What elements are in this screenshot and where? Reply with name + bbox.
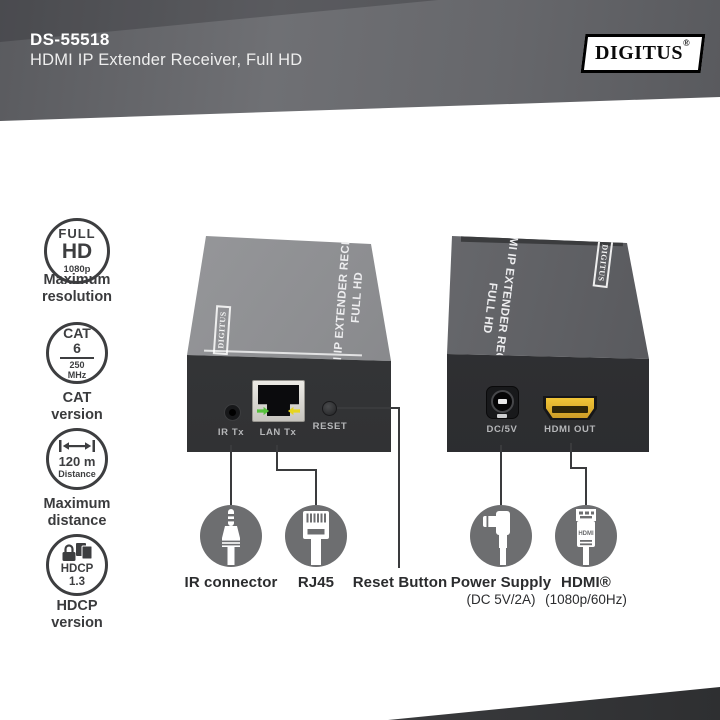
badge-cat-divider xyxy=(60,357,94,359)
digitus-logo-text: DIGITUS® xyxy=(595,38,691,64)
badge-distance-label: Maximum distance xyxy=(43,496,111,529)
badge-hdcp-label: HDCP version xyxy=(51,598,103,631)
dc-power-pin xyxy=(498,399,507,404)
hdmi-icon-text: HDMI xyxy=(578,531,594,537)
digitus-logo: DIGITUS® xyxy=(580,34,706,73)
hdmi-label: HDMI® xyxy=(561,574,611,591)
hdmi-sublabel: (1080p/60Hz) xyxy=(545,592,627,607)
reset-label: RESET xyxy=(312,421,348,432)
lan-led-green xyxy=(257,407,269,415)
callout-line-rj45-v1 xyxy=(276,445,278,471)
badge-fullhd-l3: 1080p xyxy=(63,264,91,276)
product-subtitle: HDMI IP Extender Receiver, Full HD xyxy=(30,51,303,69)
callout-line-ir xyxy=(230,445,232,505)
double-arrow-icon xyxy=(59,440,95,452)
badge-hdcp-l1: HDCP xyxy=(60,563,94,575)
dc-power-plug-icon xyxy=(483,511,510,565)
callout-line-reset-h xyxy=(337,407,400,409)
callout-line-reset-v xyxy=(398,407,400,568)
rj45-label: RJ45 xyxy=(297,574,335,591)
lock-documents-icon xyxy=(62,543,93,561)
power-supply-label: Power Supply xyxy=(450,574,552,591)
product-model: DS-55518 xyxy=(30,30,110,49)
callout-line-rj45-v2 xyxy=(315,469,317,505)
badge-distance-l1: 120 m xyxy=(58,454,96,469)
badge-distance-l2: Distance xyxy=(58,469,96,479)
rj45-badge xyxy=(285,505,347,567)
dc-5v-label: DC/5V xyxy=(486,424,518,435)
badge-cat-l4: MHz xyxy=(67,370,87,380)
callout-line-hdmi-v1 xyxy=(570,443,572,469)
reset-button xyxy=(322,401,337,416)
registered-mark: ® xyxy=(683,38,691,48)
callout-line-hdmi-v2 xyxy=(585,467,587,505)
badge-fullhd-l2: HD xyxy=(61,240,93,264)
lan-tx-label: LAN Tx xyxy=(259,427,297,438)
dc-power-tab xyxy=(497,414,507,418)
audio-jack-icon xyxy=(222,509,240,565)
ir-tx-label: IR Tx xyxy=(217,427,245,438)
badge-cat-l2: 6 xyxy=(73,340,81,356)
ir-connector-label: IR connector xyxy=(184,574,278,591)
power-supply-badge xyxy=(470,505,532,567)
ir-connector-badge xyxy=(200,505,262,567)
badge-cat: CAT 6 250 MHz xyxy=(46,322,108,384)
digitus-logo-on-device: DIGITUS xyxy=(212,304,232,356)
hdmi-plug-icon: HDMI xyxy=(576,509,596,565)
ir-tx-jack-hole xyxy=(229,409,236,416)
badge-hdcp: HDCP 1.3 xyxy=(46,534,108,596)
power-supply-sublabel: (DC 5V/2A) xyxy=(466,592,536,607)
badge-distance: 120 m Distance xyxy=(46,428,108,490)
badge-cat-label: CAT version xyxy=(51,390,103,423)
hdmi-out-label: HDMI OUT xyxy=(544,424,596,435)
lan-led-yellow xyxy=(288,407,300,415)
badge-fullhd: FULL HD 1080p xyxy=(44,218,110,284)
header-banner: DS-55518 HDMI IP Extender Receiver, Full… xyxy=(0,0,720,121)
badge-hdcp-l2: 1.3 xyxy=(69,575,85,588)
badge-cat-l3: 250 xyxy=(69,360,85,370)
badge-fullhd-l1: FULL xyxy=(58,226,96,242)
callout-line-power xyxy=(500,445,502,505)
badge-cat-l1: CAT xyxy=(63,325,91,341)
badge-fullhd-label: Maximum resolution xyxy=(41,272,113,305)
hdmi-badge: HDMI xyxy=(555,505,617,567)
callout-line-rj45-h xyxy=(276,469,317,471)
callout-line-hdmi-h xyxy=(570,467,587,469)
rj45-plug-icon xyxy=(303,511,329,565)
reset-button-label: Reset Button xyxy=(352,574,448,591)
hdmi-port-slot xyxy=(552,406,588,413)
